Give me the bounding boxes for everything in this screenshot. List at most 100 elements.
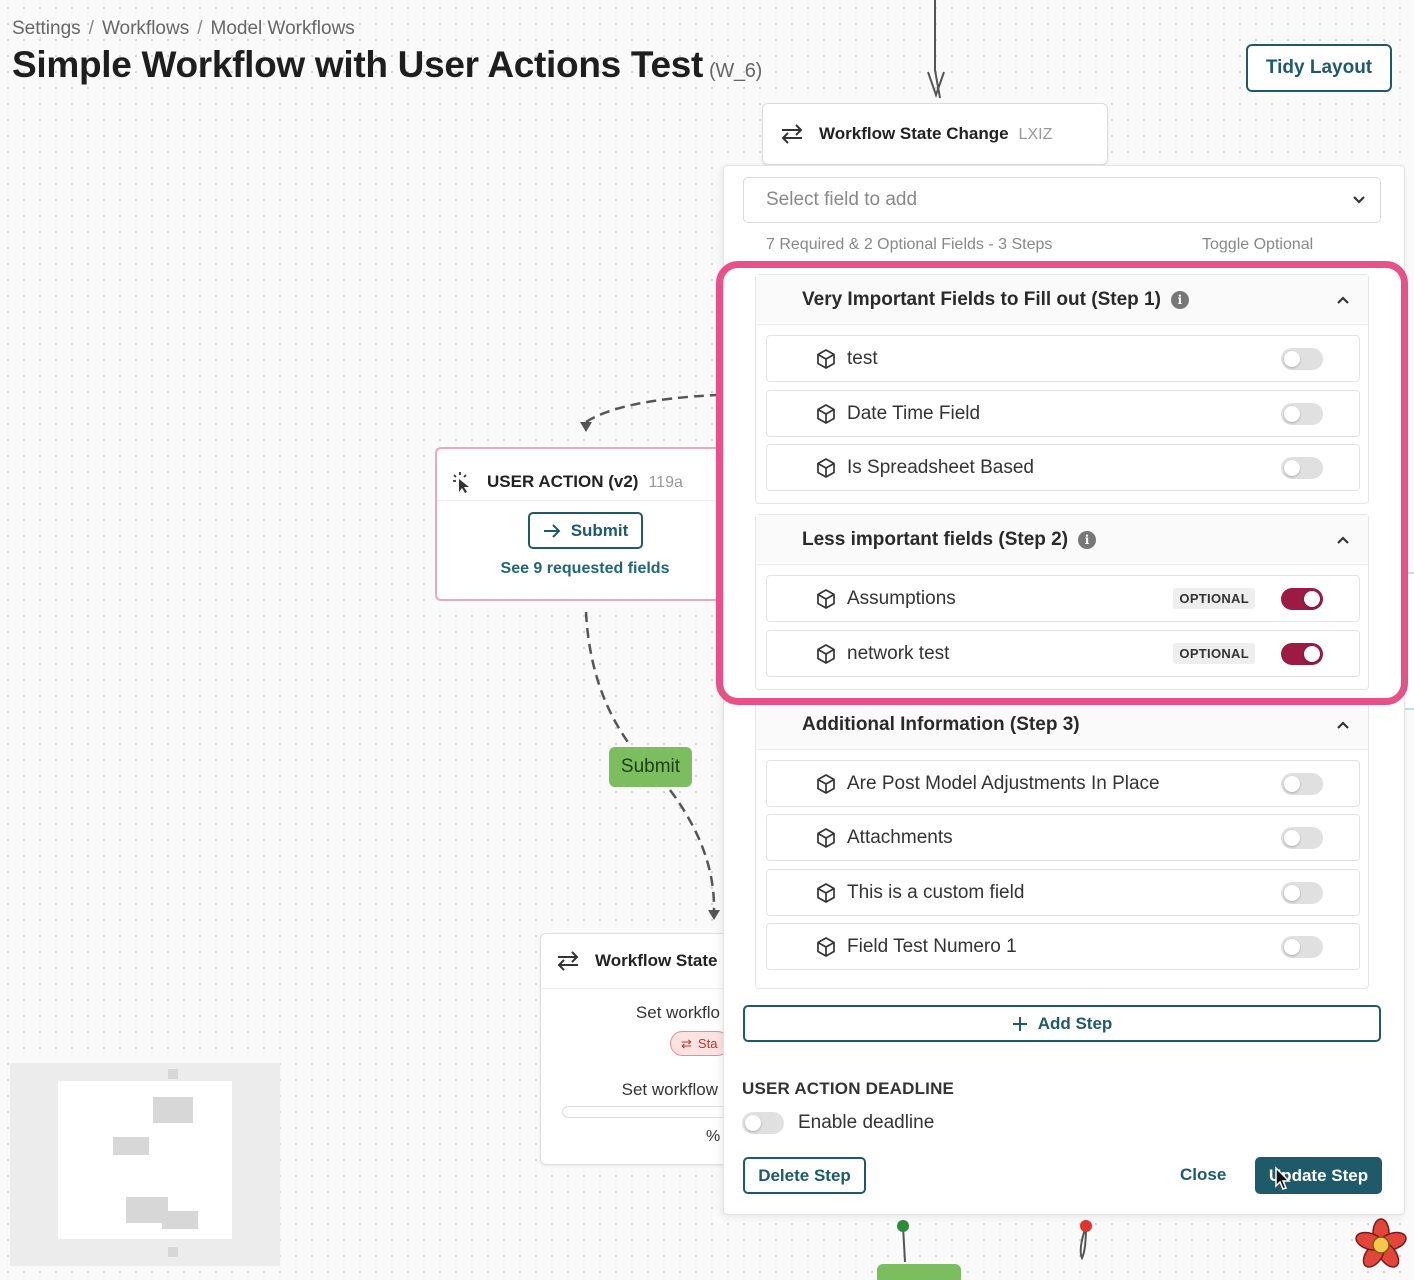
field-row-assumptions[interactable]: Assumptions OPTIONAL bbox=[766, 575, 1360, 622]
step-1-title: Very Important Fields to Fill out (Step … bbox=[802, 288, 1161, 310]
ws-progress-bar bbox=[562, 1106, 732, 1118]
node-code: LXIZ bbox=[1018, 126, 1053, 143]
breadcrumb-workflows[interactable]: Workflows bbox=[101, 18, 190, 39]
minimap-handle bbox=[168, 1247, 178, 1257]
breadcrumb-settings[interactable]: Settings bbox=[12, 18, 81, 39]
enable-deadline-label: Enable deadline bbox=[798, 1112, 935, 1133]
step-section-1: Very Important Fields to Fill out (Step … bbox=[755, 274, 1369, 504]
toggle-optional-header: Toggle Optional bbox=[1202, 236, 1314, 253]
optional-toggle[interactable] bbox=[1281, 642, 1323, 665]
cube-icon bbox=[817, 403, 835, 424]
optional-toggle[interactable] bbox=[1281, 456, 1323, 479]
step-section-3: Additional Information (Step 3) Are Post… bbox=[755, 699, 1369, 989]
user-action-code: 119a bbox=[648, 473, 683, 491]
ws-percent: % bbox=[706, 1128, 721, 1145]
delete-step-button[interactable]: Delete Step bbox=[743, 1157, 866, 1194]
optional-badge: OPTIONAL bbox=[1173, 643, 1255, 664]
field-row-spreadsheet[interactable]: Is Spreadsheet Based bbox=[766, 444, 1360, 491]
field-name: This is a custom field bbox=[847, 881, 1025, 903]
requested-fields-link[interactable]: See 9 requested fields bbox=[500, 560, 670, 577]
fields-summary: 7 Required & 2 Optional Fields - 3 Steps bbox=[766, 236, 1053, 253]
step-3-title: Additional Information (Step 3) bbox=[802, 713, 1080, 735]
optional-toggle[interactable] bbox=[1281, 587, 1323, 610]
cube-icon bbox=[817, 457, 835, 478]
optional-badge: OPTIONAL bbox=[1173, 588, 1255, 609]
bottom-edge-label[interactable] bbox=[877, 1264, 961, 1280]
field-row-attachments[interactable]: Attachments bbox=[766, 814, 1360, 861]
ws-set-workflow-text-2: Set workflow bbox=[621, 1080, 718, 1099]
step-3-header[interactable]: Additional Information (Step 3) bbox=[756, 700, 1368, 750]
deadline-heading: USER ACTION DEADLINE bbox=[742, 1079, 955, 1098]
chevron-down-icon bbox=[1353, 196, 1365, 204]
field-name: Attachments bbox=[847, 826, 953, 848]
minimap-node bbox=[113, 1137, 149, 1155]
field-select-placeholder: Select field to add bbox=[766, 189, 918, 210]
page-title-text: Simple Workflow with User Actions Test bbox=[12, 44, 704, 85]
click-cursor-icon bbox=[453, 471, 469, 493]
plus-icon bbox=[1012, 1016, 1027, 1031]
field-name: Are Post Model Adjustments In Place bbox=[847, 772, 1160, 794]
tidy-layout-button[interactable]: Tidy Layout bbox=[1246, 44, 1392, 92]
field-name: Assumptions bbox=[847, 587, 956, 609]
chevron-up-icon[interactable] bbox=[1336, 535, 1350, 545]
step-2-title: Less important fields (Step 2) bbox=[802, 528, 1069, 550]
field-row-field-test-numero[interactable]: Field Test Numero 1 bbox=[766, 923, 1360, 970]
ws-set-workflow-text: Set workflo bbox=[635, 1003, 720, 1022]
swap-small-icon: ⇄ bbox=[681, 1035, 692, 1051]
optional-toggle[interactable] bbox=[1281, 402, 1323, 425]
cube-icon bbox=[817, 348, 835, 369]
add-step-button[interactable]: Add Step bbox=[743, 1005, 1381, 1042]
minimap-node bbox=[126, 1197, 168, 1223]
cube-icon bbox=[817, 936, 835, 957]
page-title: Simple Workflow with User Actions Test(W… bbox=[12, 44, 762, 86]
info-icon[interactable]: i bbox=[1078, 530, 1097, 549]
optional-toggle[interactable] bbox=[1281, 347, 1323, 370]
field-name: Field Test Numero 1 bbox=[847, 935, 1017, 957]
arrow-right-icon bbox=[543, 523, 561, 538]
step-2-header[interactable]: Less important fields (Step 2) i bbox=[756, 515, 1368, 565]
optional-toggle[interactable] bbox=[1281, 826, 1323, 849]
info-icon[interactable]: i bbox=[1170, 290, 1189, 309]
chevron-up-icon[interactable] bbox=[1336, 720, 1350, 730]
cube-icon bbox=[817, 773, 835, 794]
ws-pill-text: Sta bbox=[697, 1036, 718, 1051]
ws-node-title: Workflow State bbox=[595, 951, 718, 970]
node-submit-button[interactable]: Submit bbox=[528, 512, 643, 549]
field-row-date-time[interactable]: Date Time Field bbox=[766, 390, 1360, 437]
cube-icon bbox=[817, 827, 835, 848]
chevron-up-icon[interactable] bbox=[1336, 295, 1350, 305]
submit-edge-label[interactable]: Submit bbox=[609, 747, 692, 787]
minimap[interactable] bbox=[10, 1063, 280, 1266]
field-row-test[interactable]: test bbox=[766, 335, 1360, 382]
add-step-label: Add Step bbox=[1037, 1013, 1113, 1033]
swap-arrows-icon bbox=[557, 951, 579, 971]
mouse-cursor-icon bbox=[1275, 1166, 1291, 1190]
deadline-toggle-row: Enable deadline bbox=[742, 1112, 934, 1134]
close-button[interactable]: Close bbox=[1180, 1165, 1227, 1184]
field-row-custom-field[interactable]: This is a custom field bbox=[766, 869, 1360, 916]
cube-icon bbox=[817, 882, 835, 903]
field-row-post-model-adjustments[interactable]: Are Post Model Adjustments In Place bbox=[766, 760, 1360, 807]
cube-icon bbox=[817, 643, 835, 664]
field-name: network test bbox=[847, 642, 950, 664]
field-name: test bbox=[847, 347, 878, 369]
cube-icon bbox=[817, 588, 835, 609]
optional-toggle[interactable] bbox=[1281, 772, 1323, 795]
minimap-node bbox=[153, 1097, 193, 1123]
optional-toggle[interactable] bbox=[1281, 935, 1323, 958]
minimap-handle bbox=[168, 1069, 178, 1079]
step-section-2: Less important fields (Step 2) i Assumpti… bbox=[755, 514, 1369, 690]
workflow-code: (W_6) bbox=[709, 60, 762, 82]
field-select-dropdown[interactable]: Select field to add bbox=[743, 177, 1381, 223]
breadcrumb-model-workflows[interactable]: Model Workflows bbox=[210, 18, 355, 39]
node-submit-label: Submit bbox=[570, 520, 629, 540]
enable-deadline-toggle[interactable] bbox=[742, 1112, 784, 1134]
ws-status-pill: ⇄ Sta bbox=[670, 1031, 730, 1056]
step-1-header[interactable]: Very Important Fields to Fill out (Step … bbox=[756, 275, 1368, 325]
field-row-network-test[interactable]: network test OPTIONAL bbox=[766, 630, 1360, 677]
optional-toggle[interactable] bbox=[1281, 881, 1323, 904]
field-name: Is Spreadsheet Based bbox=[847, 456, 1034, 478]
user-action-title: USER ACTION (v2) bbox=[487, 471, 639, 491]
